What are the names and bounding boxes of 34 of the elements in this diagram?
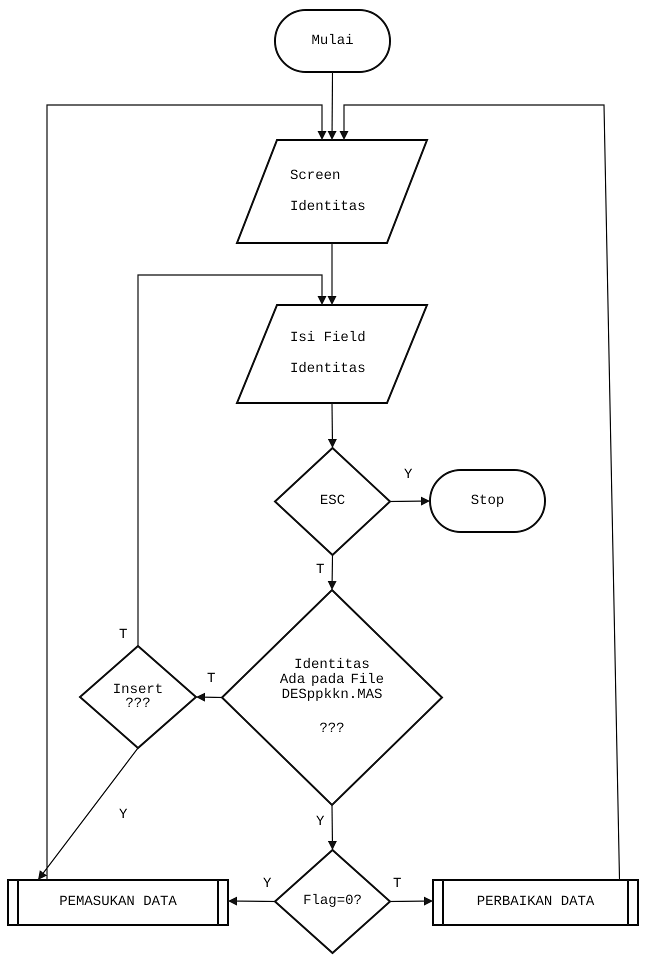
arrow — [38, 748, 138, 880]
arrow — [46, 104, 326, 880]
arrow — [328, 243, 336, 305]
node-text: Flag=0? — [303, 893, 362, 910]
decision-diamond — [275, 850, 390, 953]
arrow — [328, 805, 337, 850]
arrow — [196, 692, 222, 702]
node-text: Screen Identitas — [290, 166, 367, 216]
node-text: PEMASUKAN DATA — [59, 894, 177, 911]
arrow — [390, 496, 430, 506]
predefined-process-box — [433, 880, 638, 925]
arrow — [328, 72, 337, 140]
stop-terminal — [430, 470, 545, 532]
node-text: PERBAIKAN DATA — [476, 894, 594, 911]
arrow — [137, 274, 326, 646]
decision-diamond — [275, 448, 390, 555]
input-parallelogram — [237, 305, 427, 403]
arrow — [328, 403, 337, 448]
arrow — [340, 104, 620, 880]
decision-diamond — [80, 646, 196, 748]
node-text: Isi Field Identitas — [290, 329, 367, 379]
node-text: Mulai — [311, 32, 354, 50]
node-text: Insert ??? — [112, 683, 164, 711]
arrow — [328, 555, 337, 590]
node-text: ESC — [320, 493, 346, 510]
node-text: Stop — [470, 492, 504, 510]
predefined-process-box — [8, 880, 228, 925]
start-terminal — [275, 10, 390, 72]
node-text: ??? — [318, 722, 346, 737]
node-text: Identitas Ada pada File DESppkkn.MAS — [279, 658, 385, 702]
arrow — [228, 896, 275, 906]
decision-diamond — [222, 590, 442, 805]
arrow — [390, 896, 433, 906]
input-parallelogram — [237, 140, 427, 243]
